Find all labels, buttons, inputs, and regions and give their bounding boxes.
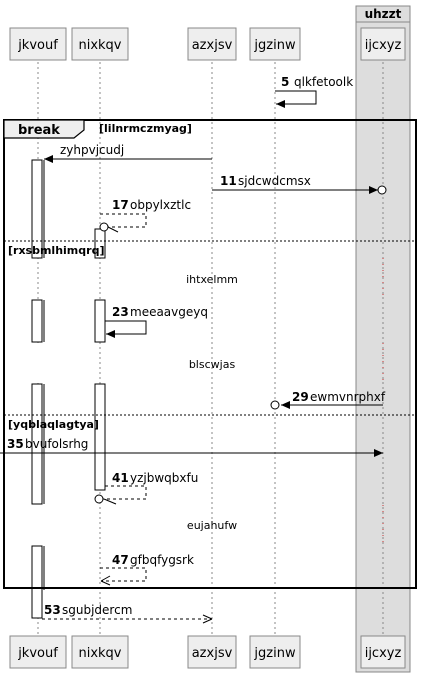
svg-text:azxjsv: azxjsv: [192, 38, 233, 53]
svg-text:jgzinw: jgzinw: [253, 646, 296, 661]
message-11: 11 sjdcwdcmsx: [212, 174, 387, 195]
svg-text:ijcxyz: ijcxyz: [365, 38, 402, 53]
svg-text:jkvouf: jkvouf: [17, 38, 58, 53]
svg-text:bvufolsrhg: bvufolsrhg: [25, 437, 88, 451]
participant-nixkqv-bottom: nixkqv: [71, 635, 129, 669]
svg-text:nixkqv: nixkqv: [78, 646, 121, 661]
svg-text:5: 5: [281, 75, 289, 89]
svg-text:23: 23: [112, 305, 129, 319]
delay-label: eujahufw: [187, 519, 237, 532]
message-23: 23 meeaavgeyq: [105, 305, 208, 338]
svg-text:17: 17: [112, 198, 129, 212]
fragment-section-guard: [rxsbmlhimqrq]: [8, 244, 104, 257]
svg-text:yzjbwqbxfu: yzjbwqbxfu: [130, 471, 198, 485]
svg-text:ewmvnrphxf: ewmvnrphxf: [310, 390, 386, 404]
svg-text:nixkqv: nixkqv: [78, 38, 121, 53]
participant-jkvouf-bottom: jkvouf: [9, 635, 67, 669]
svg-text:jkvouf: jkvouf: [17, 646, 58, 661]
svg-text:obpylxztlc: obpylxztlc: [130, 198, 191, 212]
participant-ijcxyz-top: ijcxyz: [360, 27, 406, 61]
svg-text:azxjsv: azxjsv: [192, 646, 233, 661]
delay-gap: [28, 505, 48, 545]
participant-azxjsv-top: azxjsv: [187, 27, 237, 61]
svg-text:53: 53: [44, 603, 61, 617]
participant-nixkqv-top: nixkqv: [71, 27, 129, 61]
svg-text:meeaavgeyq: meeaavgeyq: [130, 305, 208, 319]
participant-jkvouf-top: jkvouf: [9, 27, 67, 61]
fragment-keyword: break: [18, 123, 60, 138]
fragment-tab: [3, 119, 85, 139]
svg-text:zyhpvjcudj: zyhpvjcudj: [60, 143, 124, 157]
participant-azxjsv-bottom: azxjsv: [187, 635, 237, 669]
participant-jgzinw-top: jgzinw: [249, 27, 301, 61]
fragment-guard: [lilnrmczmyag]: [99, 122, 192, 135]
message-35: 35 bvufolsrhg: [0, 437, 383, 457]
svg-text:sgubjdercm: sgubjdercm: [62, 603, 132, 617]
activations-jkvouf: [31, 159, 43, 619]
svg-text:35: 35: [7, 437, 24, 451]
svg-text:jgzinw: jgzinw: [253, 38, 296, 53]
svg-text:ijcxyz: ijcxyz: [365, 646, 402, 661]
message-41: 41 yzjbwqbxfu: [94, 471, 198, 505]
fragment-break: [3, 119, 417, 589]
svg-text:11: 11: [220, 174, 237, 188]
delay-label: ihtxelmm: [186, 273, 238, 286]
delay-label: blscwjas: [189, 358, 236, 371]
participant-ijcxyz-bottom: ijcxyz: [360, 635, 406, 669]
message-53: 53 sgubjdercm: [42, 603, 213, 624]
participant-jgzinw-bottom: jgzinw: [249, 635, 301, 669]
message-47: 47 gfbqfygsrk: [100, 553, 194, 586]
svg-text:gfbqfygsrk: gfbqfygsrk: [130, 553, 194, 567]
message-29: 29 ewmvnrphxf: [270, 390, 386, 410]
svg-text:41: 41: [112, 471, 129, 485]
delay-gap: [28, 343, 48, 383]
message-zyhpvjcudj: zyhpvjcudj: [44, 143, 212, 163]
svg-text:29: 29: [292, 390, 309, 404]
fragment-section-guard: [yqblaqlagtya]: [8, 418, 99, 431]
message-17: 17 obpylxztlc: [99, 198, 191, 233]
group-label: uhzzt: [365, 7, 402, 21]
message-5: 5 qlkfetoolk: [275, 75, 353, 108]
svg-text:47: 47: [112, 553, 129, 567]
svg-text:sjdcwdcmsx: sjdcwdcmsx: [238, 174, 311, 188]
svg-text:qlkfetoolk: qlkfetoolk: [294, 75, 353, 89]
